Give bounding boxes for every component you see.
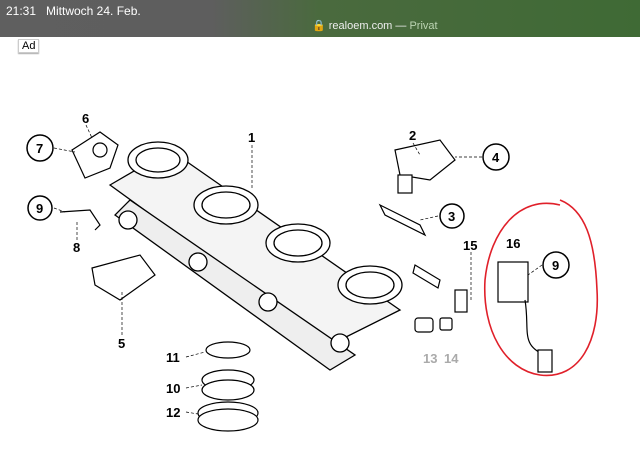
ad-badge[interactable]: Ad	[18, 39, 40, 53]
date: Mittwoch 24. Feb.	[46, 4, 141, 18]
label-8[interactable]: 8	[73, 240, 80, 255]
label-10[interactable]: 10	[166, 381, 180, 396]
label-11[interactable]: 11	[166, 350, 180, 365]
heat-shield	[91, 254, 156, 301]
leader-lines	[53, 124, 543, 415]
callout-4-circle	[482, 143, 510, 171]
address-bar[interactable]: 🔒 realoem.com — Privat	[312, 19, 438, 32]
domain: realoem.com	[328, 20, 393, 32]
label-13[interactable]: 13	[423, 351, 437, 366]
callout-7-circle	[26, 134, 54, 162]
label-16[interactable]: 16	[506, 236, 520, 251]
label-2[interactable]: 2	[409, 128, 416, 143]
browser-status-bar: 21:31 Mittwoch 24. Feb. 🔒 realoem.com — …	[0, 0, 640, 37]
clock: 21:31	[6, 4, 37, 18]
label-7[interactable]: 7	[36, 141, 43, 156]
throttle-body-assembly	[108, 141, 403, 371]
red-highlight-circle	[483, 199, 599, 377]
label-15[interactable]: 15	[463, 238, 477, 253]
callout-9-circle	[27, 195, 53, 221]
callout-9b-circle	[542, 251, 570, 279]
label-4[interactable]: 4	[492, 150, 500, 165]
private-mode: Privat	[409, 20, 438, 32]
label-9[interactable]: 9	[36, 201, 43, 216]
parts	[59, 131, 553, 432]
label-6[interactable]: 6	[82, 111, 89, 126]
callout-3-circle	[439, 203, 465, 229]
callouts	[26, 134, 570, 279]
idle-valve	[394, 139, 456, 181]
separator: —	[392, 20, 410, 32]
bracket	[378, 203, 427, 237]
label-14[interactable]: 14	[444, 351, 459, 366]
label-5[interactable]: 5	[118, 336, 125, 351]
label-1[interactable]: 1	[248, 130, 255, 145]
label-3[interactable]: 3	[448, 209, 455, 224]
label-9b[interactable]: 9	[552, 258, 559, 273]
label-12[interactable]: 12	[166, 405, 180, 420]
lock-icon: 🔒	[312, 20, 326, 32]
parts-diagram: 1 2 3 4 5 6 7 8 9 9 10 11 12 13 14 15 16	[26, 111, 599, 432]
sensor-16	[497, 261, 529, 303]
